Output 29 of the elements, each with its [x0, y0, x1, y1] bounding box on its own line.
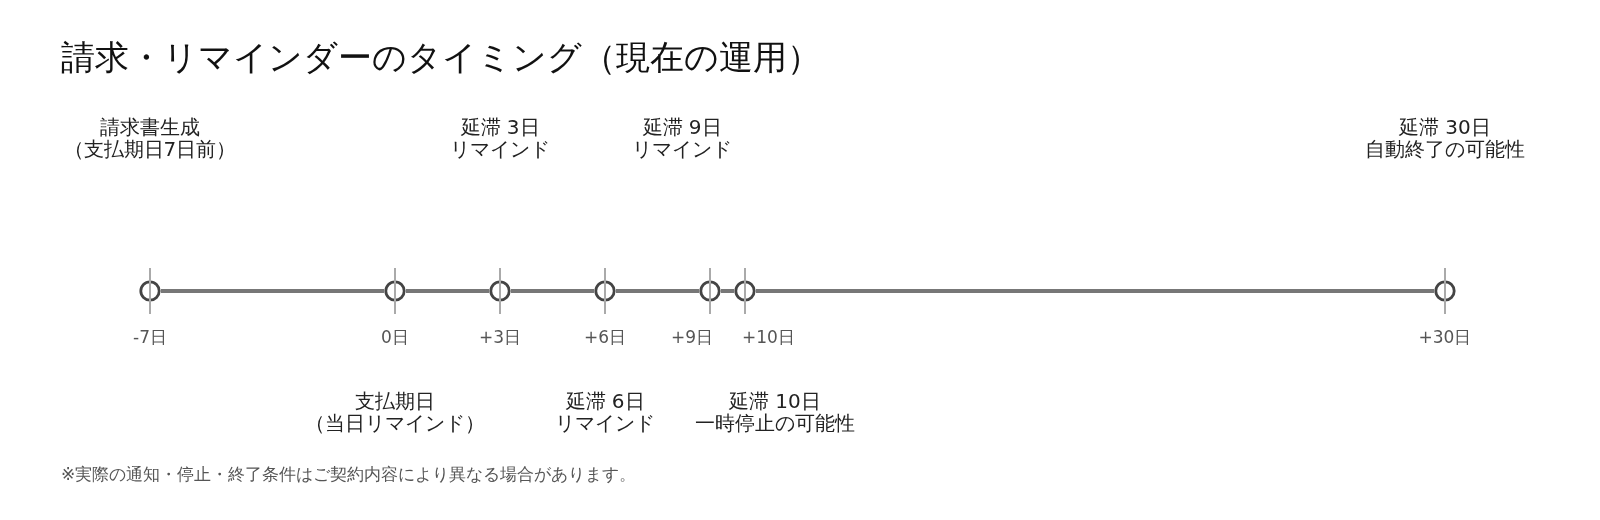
- day-label: +10日: [742, 327, 795, 347]
- event-detail: リマインド: [450, 138, 550, 160]
- event-detail: リマインド: [632, 138, 732, 160]
- diagram-title: 請求・リマインダーのタイミング（現在の運用）: [61, 36, 821, 78]
- event-label: 請求書生成: [100, 116, 200, 138]
- day-label: +3日: [479, 327, 522, 347]
- timeline-segment: [406, 289, 489, 293]
- timeline-segment: [616, 289, 699, 293]
- event-label: 延滞 3日: [460, 116, 540, 138]
- timeline-segment: [721, 289, 734, 293]
- event-label: 延滞 30日: [1399, 116, 1491, 138]
- timeline-segment: [756, 289, 1434, 293]
- day-label: +6日: [584, 327, 627, 347]
- event-label: 延滞 9日: [642, 116, 722, 138]
- day-label: 0日: [381, 327, 409, 347]
- timeline-segment: [511, 289, 594, 293]
- event-detail: 一時停止の可能性: [695, 412, 855, 434]
- event-detail: （当日リマインド）: [305, 412, 485, 434]
- timeline-segment: [161, 289, 384, 293]
- event-label: 支払期日: [355, 390, 435, 412]
- event-detail: リマインド: [555, 412, 655, 434]
- footnote: ※実際の通知・停止・終了条件はご契約内容により異なる場合があります。: [61, 464, 637, 484]
- day-label: +30日: [1418, 327, 1472, 347]
- day-label: -7日: [133, 327, 167, 347]
- event-detail: 自動終了の可能性: [1365, 138, 1525, 160]
- event-label: 延滞 6日: [565, 390, 645, 412]
- day-label: +9日: [671, 327, 714, 347]
- event-detail: （支払期日7日前）: [63, 138, 237, 160]
- event-label: 延滞 10日: [729, 390, 821, 412]
